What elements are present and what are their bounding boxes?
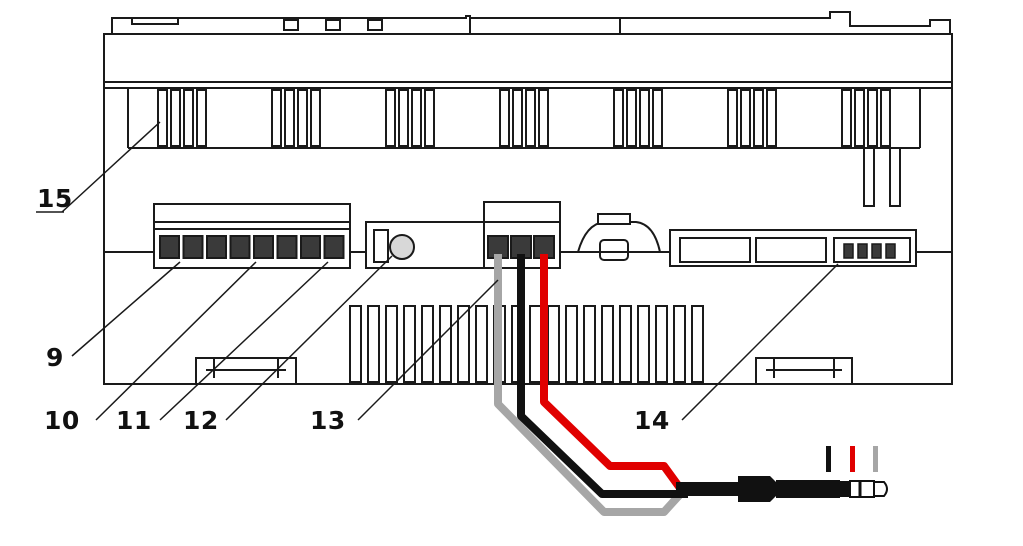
upper-vent-slot bbox=[626, 89, 637, 147]
audio-jack-plug bbox=[676, 446, 888, 502]
lower-vent-slot bbox=[529, 305, 542, 383]
lower-vent-slot bbox=[583, 305, 596, 383]
upper-vent-slot bbox=[867, 89, 878, 147]
leader-12 bbox=[225, 255, 393, 421]
jack-mark-black bbox=[826, 446, 831, 472]
lower-vent-slots bbox=[349, 305, 704, 383]
terminal-screw bbox=[323, 235, 345, 259]
lower-vent-slot bbox=[385, 305, 398, 383]
lower-vent-slot bbox=[349, 305, 362, 383]
terminal-screw bbox=[159, 235, 180, 259]
leader-9 bbox=[71, 261, 181, 357]
upper-vent-slot bbox=[284, 89, 295, 147]
upper-vent-slot bbox=[639, 89, 650, 147]
lower-vent-slot bbox=[367, 305, 380, 383]
upper-vent-slot bbox=[841, 89, 852, 147]
lower-vent-slot bbox=[637, 305, 650, 383]
lower-vent-slot bbox=[439, 305, 452, 383]
upper-vent-slot bbox=[424, 89, 435, 147]
upper-vent-slot bbox=[854, 89, 865, 147]
upper-vent-slot bbox=[727, 89, 738, 147]
leader-11 bbox=[159, 261, 329, 421]
lower-vent-slot bbox=[691, 305, 704, 383]
upper-vent-slot bbox=[538, 89, 549, 147]
lower-vent-slot bbox=[547, 305, 560, 383]
upper-vent-slot bbox=[880, 89, 891, 147]
upper-vent-slot bbox=[170, 89, 181, 147]
leader-10 bbox=[95, 261, 257, 421]
lower-vent-slot bbox=[619, 305, 632, 383]
terminal-block-8pin bbox=[153, 203, 351, 269]
bottom-rail-right bbox=[755, 357, 853, 384]
jack-mark-grey bbox=[873, 446, 878, 472]
terminal-screw bbox=[300, 235, 321, 259]
upper-vent-slot bbox=[157, 89, 168, 147]
lower-vent-slot bbox=[421, 305, 434, 383]
upper-vent-slot bbox=[652, 89, 663, 147]
lower-vent-slot bbox=[673, 305, 686, 383]
leader-15 bbox=[61, 121, 161, 213]
upper-vent-slot bbox=[525, 89, 536, 147]
leader-13 bbox=[357, 279, 499, 421]
callout-10: 10 bbox=[44, 406, 80, 435]
cover-latch bbox=[577, 213, 661, 261]
callout-14: 14 bbox=[634, 406, 670, 435]
callout-13: 13 bbox=[310, 406, 346, 435]
connector-pin bbox=[857, 243, 868, 259]
leader-14 bbox=[681, 263, 839, 421]
upper-vent-slot bbox=[512, 89, 523, 147]
upper-vent-slot bbox=[297, 89, 308, 147]
push-button bbox=[389, 234, 415, 260]
push-button-module bbox=[365, 221, 485, 269]
terminal-screw bbox=[182, 235, 204, 259]
upper-vent-slot bbox=[766, 89, 777, 147]
upper-vent-slot bbox=[613, 89, 624, 147]
upper-vent-slot bbox=[310, 89, 321, 147]
callout-12: 12 bbox=[183, 406, 219, 435]
terminal-screw bbox=[206, 235, 227, 259]
lower-vent-slot bbox=[403, 305, 416, 383]
terminal-screw bbox=[253, 235, 274, 259]
lower-vent-slot bbox=[565, 305, 578, 383]
housing-upper-band bbox=[103, 33, 953, 89]
top-stud-1 bbox=[283, 19, 299, 31]
terminal-screw bbox=[276, 235, 298, 259]
connector-4pin-module bbox=[669, 229, 917, 267]
terminal-screw bbox=[229, 235, 251, 259]
upper-vent-slot bbox=[385, 89, 396, 147]
mount-foot-right bbox=[889, 147, 901, 207]
upper-vent-slot bbox=[499, 89, 510, 147]
upper-vent-slot bbox=[196, 89, 207, 147]
lower-vent-slot bbox=[457, 305, 470, 383]
upper-vent-slots bbox=[157, 89, 891, 147]
upper-vent-slot bbox=[411, 89, 422, 147]
wire-grey bbox=[494, 254, 687, 516]
connector-pin bbox=[871, 243, 882, 259]
top-stud-3 bbox=[367, 19, 383, 31]
jack-mark-red bbox=[850, 446, 855, 472]
top-stud-2 bbox=[325, 19, 341, 31]
top-slot bbox=[131, 17, 179, 25]
upper-vent-slot bbox=[753, 89, 764, 147]
lower-vent-slot bbox=[601, 305, 614, 383]
callout-11: 11 bbox=[116, 406, 152, 435]
mount-foot-left bbox=[863, 147, 875, 207]
callout-9: 9 bbox=[46, 343, 64, 372]
bottom-rail-left bbox=[195, 357, 297, 384]
upper-vent-slot bbox=[740, 89, 751, 147]
housing-body bbox=[103, 88, 953, 385]
wire-black bbox=[517, 254, 688, 498]
callout-15: 15 bbox=[37, 184, 73, 213]
upper-vent-slot bbox=[271, 89, 282, 147]
connector-pin bbox=[885, 243, 896, 259]
housing-top-profile bbox=[111, 11, 951, 34]
lower-vent-slot bbox=[655, 305, 668, 383]
upper-vent-slot bbox=[398, 89, 409, 147]
connector-pin bbox=[843, 243, 854, 259]
upper-vent-slot bbox=[183, 89, 194, 147]
lower-vent-slot bbox=[475, 305, 488, 383]
wire-red bbox=[540, 254, 684, 491]
